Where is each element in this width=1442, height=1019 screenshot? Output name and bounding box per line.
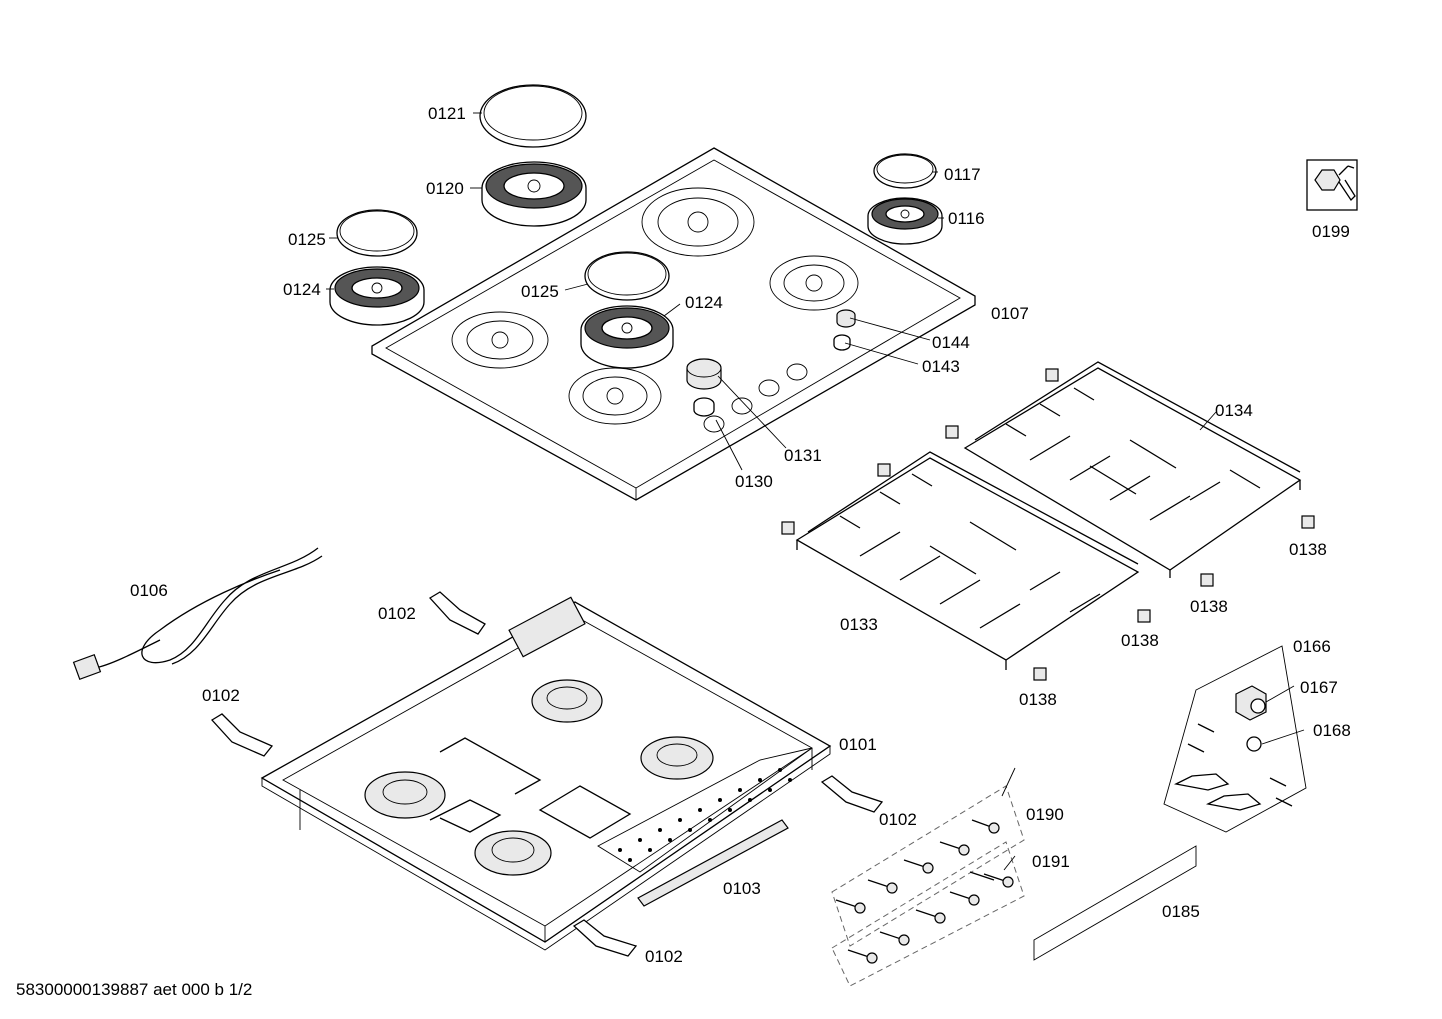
burner-cap-large <box>479 84 587 148</box>
part-label-0199: 0199 <box>1312 222 1350 241</box>
part-label-0116: 0116 <box>948 209 985 228</box>
mounting-clip <box>210 591 884 957</box>
vent-holes <box>618 768 792 862</box>
part-labels: 0121 0120 0125 0124 0125 0124 0117 0116 … <box>130 104 1351 966</box>
part-label-0117: 0117 <box>944 165 981 184</box>
burner-cap-medium-left <box>336 209 418 257</box>
igniter-button <box>833 309 856 351</box>
document-reference-footer: 58300000139887 aet 000 b 1/2 <box>16 980 253 999</box>
part-label-0131: 0131 <box>784 446 822 465</box>
part-label-0138: 0138 <box>1190 597 1228 616</box>
part-label-0102: 0102 <box>645 947 683 966</box>
burner-ring-medium-center <box>580 305 674 369</box>
part-label-0120: 0120 <box>426 179 464 198</box>
part-label-0168: 0168 <box>1313 721 1351 740</box>
part-label-0138: 0138 <box>1289 540 1327 559</box>
pan-support-right <box>963 361 1302 578</box>
part-label-0166: 0166 <box>1293 637 1331 656</box>
part-label-0130: 0130 <box>735 472 773 491</box>
power-cable <box>72 547 323 680</box>
sealing-strip <box>637 819 789 907</box>
rating-label-strip <box>1033 845 1197 961</box>
screw-set <box>831 785 1025 987</box>
rubber-foot <box>781 368 1315 681</box>
burner-ring-small <box>867 197 943 245</box>
part-label-0125: 0125 <box>521 282 559 301</box>
part-label-0191: 0191 <box>1032 852 1070 871</box>
part-label-0138: 0138 <box>1121 631 1159 650</box>
part-label-0101: 0101 <box>839 735 877 754</box>
part-label-0167: 0167 <box>1300 678 1338 697</box>
gas-connector-kit <box>1163 645 1307 833</box>
part-label-0102: 0102 <box>879 810 917 829</box>
part-label-0143: 0143 <box>922 357 960 376</box>
hob-top-panel <box>371 147 976 501</box>
part-label-0107: 0107 <box>991 304 1029 323</box>
part-label-0185: 0185 <box>1162 902 1200 921</box>
part-label-0121: 0121 <box>428 104 466 123</box>
control-knob <box>686 358 722 417</box>
part-label-0144: 0144 <box>932 333 970 352</box>
part-label-0133: 0133 <box>840 615 878 634</box>
bottom-tray <box>260 596 832 951</box>
part-label-0106: 0106 <box>130 581 168 600</box>
burner-ring-medium-left <box>329 266 425 326</box>
part-label-0103: 0103 <box>723 879 761 898</box>
part-label-0125: 0125 <box>288 230 326 249</box>
pan-support-left <box>795 451 1140 670</box>
leader-lines <box>326 112 1305 871</box>
part-label-0102: 0102 <box>378 604 416 623</box>
part-label-0124: 0124 <box>685 293 723 312</box>
part-label-0190: 0190 <box>1026 805 1064 824</box>
burner-cap-small <box>873 153 937 189</box>
part-label-0138: 0138 <box>1019 690 1057 709</box>
wrench-tool-icon <box>1306 159 1358 211</box>
part-label-0134: 0134 <box>1215 401 1253 420</box>
part-label-0124: 0124 <box>283 280 321 299</box>
part-label-0102: 0102 <box>202 686 240 705</box>
burner-ring-large <box>481 161 587 227</box>
burner-cap-medium-center <box>584 251 670 301</box>
